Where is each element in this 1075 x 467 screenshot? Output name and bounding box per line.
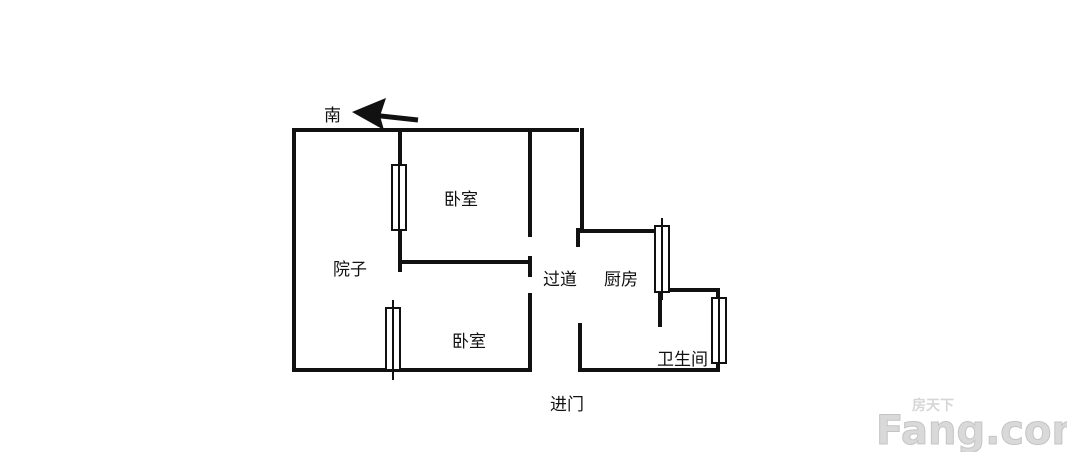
compass-label: 南 — [324, 106, 341, 126]
room-label-yard: 院子 — [333, 260, 367, 280]
room-label-corridor: 过道 — [543, 270, 577, 290]
svg-text:房天下: 房天下 — [912, 397, 954, 414]
room-label-bedroom-bottom: 卧室 — [452, 332, 486, 352]
svg-text:Fang.com: Fang.com — [876, 408, 1067, 452]
arrow-left-icon — [352, 98, 419, 130]
watermark-logo: 房天下 Fang.com — [872, 392, 1075, 455]
room-label-bedroom-top: 卧室 — [444, 190, 478, 210]
room-label-kitchen: 厨房 — [604, 270, 638, 290]
room-label-bathroom: 卫生间 — [657, 350, 708, 370]
entrance-label: 进门 — [550, 395, 584, 415]
